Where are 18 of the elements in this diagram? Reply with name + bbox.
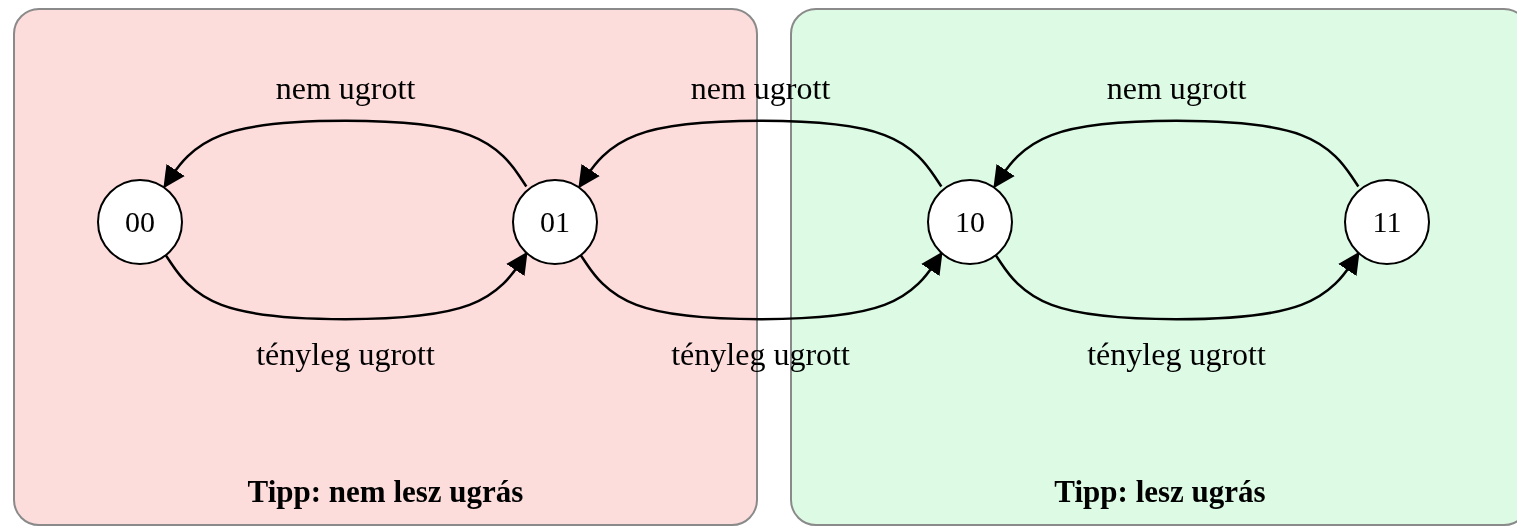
edge-label: nem ugrott xyxy=(1106,69,1247,107)
edge-label: nem ugrott xyxy=(275,69,416,107)
state-circle: 00 xyxy=(97,179,183,265)
arrow xyxy=(578,119,943,189)
edge-label: tényleg ugrott xyxy=(1087,335,1266,373)
edge-label: tényleg ugrott xyxy=(671,335,850,373)
edge-label: tényleg ugrott xyxy=(256,335,435,373)
edge-label: nem ugrott xyxy=(690,69,831,107)
state-circle: 01 xyxy=(512,179,598,265)
arrow xyxy=(993,251,1360,321)
state-circle: 11 xyxy=(1344,179,1430,265)
arrow xyxy=(993,119,1360,189)
arrow xyxy=(163,119,528,189)
arrow xyxy=(163,251,528,321)
arrow xyxy=(578,251,943,321)
state-circle: 10 xyxy=(927,179,1013,265)
panel-title: Tipp: lesz ugrás xyxy=(1054,474,1266,510)
panel-title: Tipp: nem lesz ugrás xyxy=(247,474,524,510)
